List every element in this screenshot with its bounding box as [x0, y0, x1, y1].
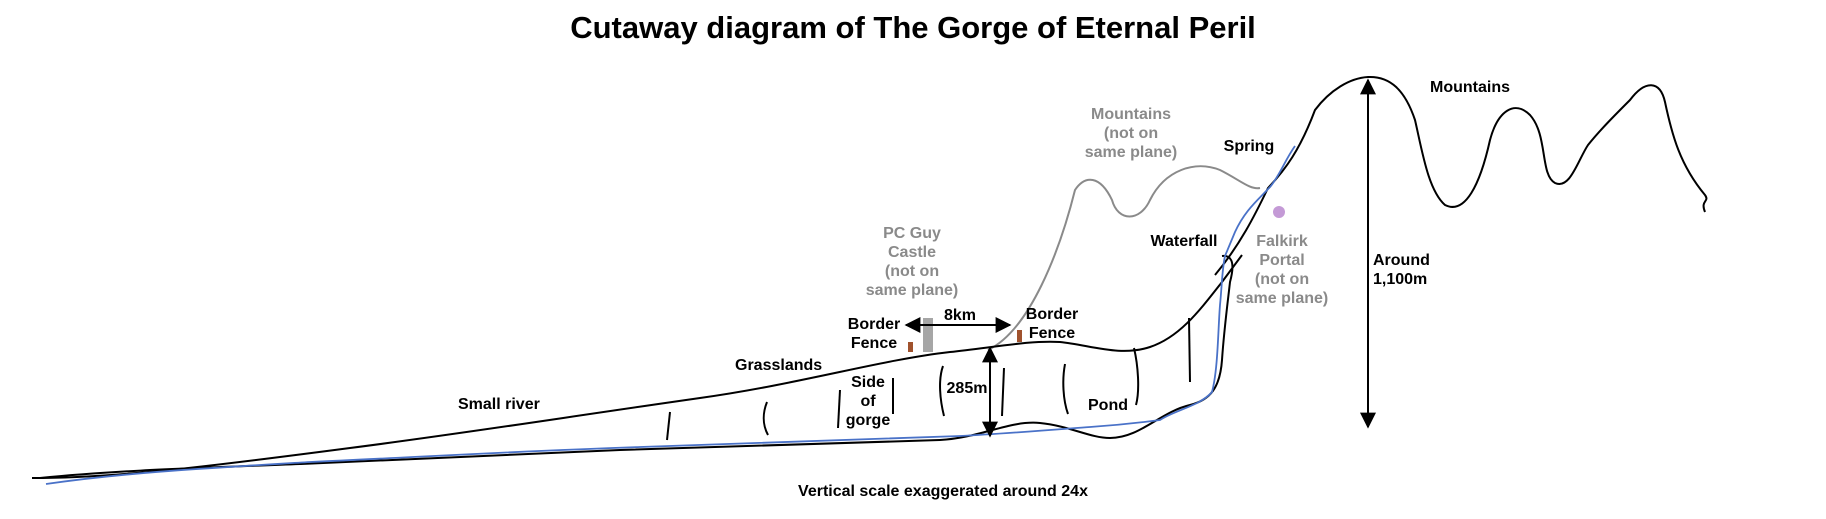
far-mountains-label: Mountains (not on same plane) [1085, 106, 1177, 161]
svg-text:Side: Side [851, 374, 885, 391]
svg-text:Around: Around [1373, 252, 1430, 269]
river-line [46, 146, 1295, 484]
border-fence-left-post [908, 342, 913, 352]
svg-text:(not on: (not on [1104, 125, 1158, 142]
castle-block [923, 318, 933, 352]
distance-label: 8km [944, 307, 976, 324]
svg-text:1,100m: 1,100m [1373, 271, 1427, 288]
falkirk-portal-label: Falkirk Portal (not on same plane) [1236, 233, 1328, 307]
svg-text:Fence: Fence [851, 335, 897, 352]
svg-text:Fence: Fence [1029, 325, 1075, 342]
scale-note: Vertical scale exaggerated around 24x [798, 483, 1088, 500]
svg-text:(not on: (not on [1255, 271, 1309, 288]
canyon-rim-line [32, 255, 1242, 478]
depth-label: 285m [947, 380, 988, 397]
waterfall-label: Waterfall [1151, 233, 1218, 250]
svg-text:Border: Border [1026, 306, 1078, 323]
svg-text:same plane): same plane) [1236, 290, 1328, 307]
svg-text:same plane): same plane) [1085, 144, 1177, 161]
svg-text:Castle: Castle [888, 244, 936, 261]
height-label: Around 1,100m [1373, 252, 1430, 288]
svg-text:Falkirk: Falkirk [1256, 233, 1308, 250]
border-fence-left-label: Border Fence [848, 316, 900, 352]
mountains-label: Mountains [1430, 79, 1510, 96]
svg-text:of: of [860, 393, 876, 410]
grasslands-label: Grasslands [735, 357, 822, 374]
pond-label: Pond [1088, 397, 1128, 414]
svg-text:same plane): same plane) [866, 282, 958, 299]
river-bed-line [40, 256, 1232, 478]
side-of-gorge-label: Side of gorge [846, 374, 891, 429]
border-fence-right-post [1017, 330, 1022, 342]
small-river-label: Small river [458, 396, 540, 413]
castle-label: PC Guy Castle (not on same plane) [866, 225, 958, 299]
svg-text:Portal: Portal [1259, 252, 1304, 269]
spring-label: Spring [1224, 138, 1275, 155]
svg-text:gorge: gorge [846, 412, 891, 429]
falkirk-portal-dot [1273, 206, 1285, 218]
svg-text:Border: Border [848, 316, 900, 333]
svg-text:Mountains: Mountains [1091, 106, 1171, 123]
svg-text:(not on: (not on [885, 263, 939, 280]
svg-text:PC Guy: PC Guy [883, 225, 941, 242]
border-fence-right-label: Border Fence [1026, 306, 1078, 342]
